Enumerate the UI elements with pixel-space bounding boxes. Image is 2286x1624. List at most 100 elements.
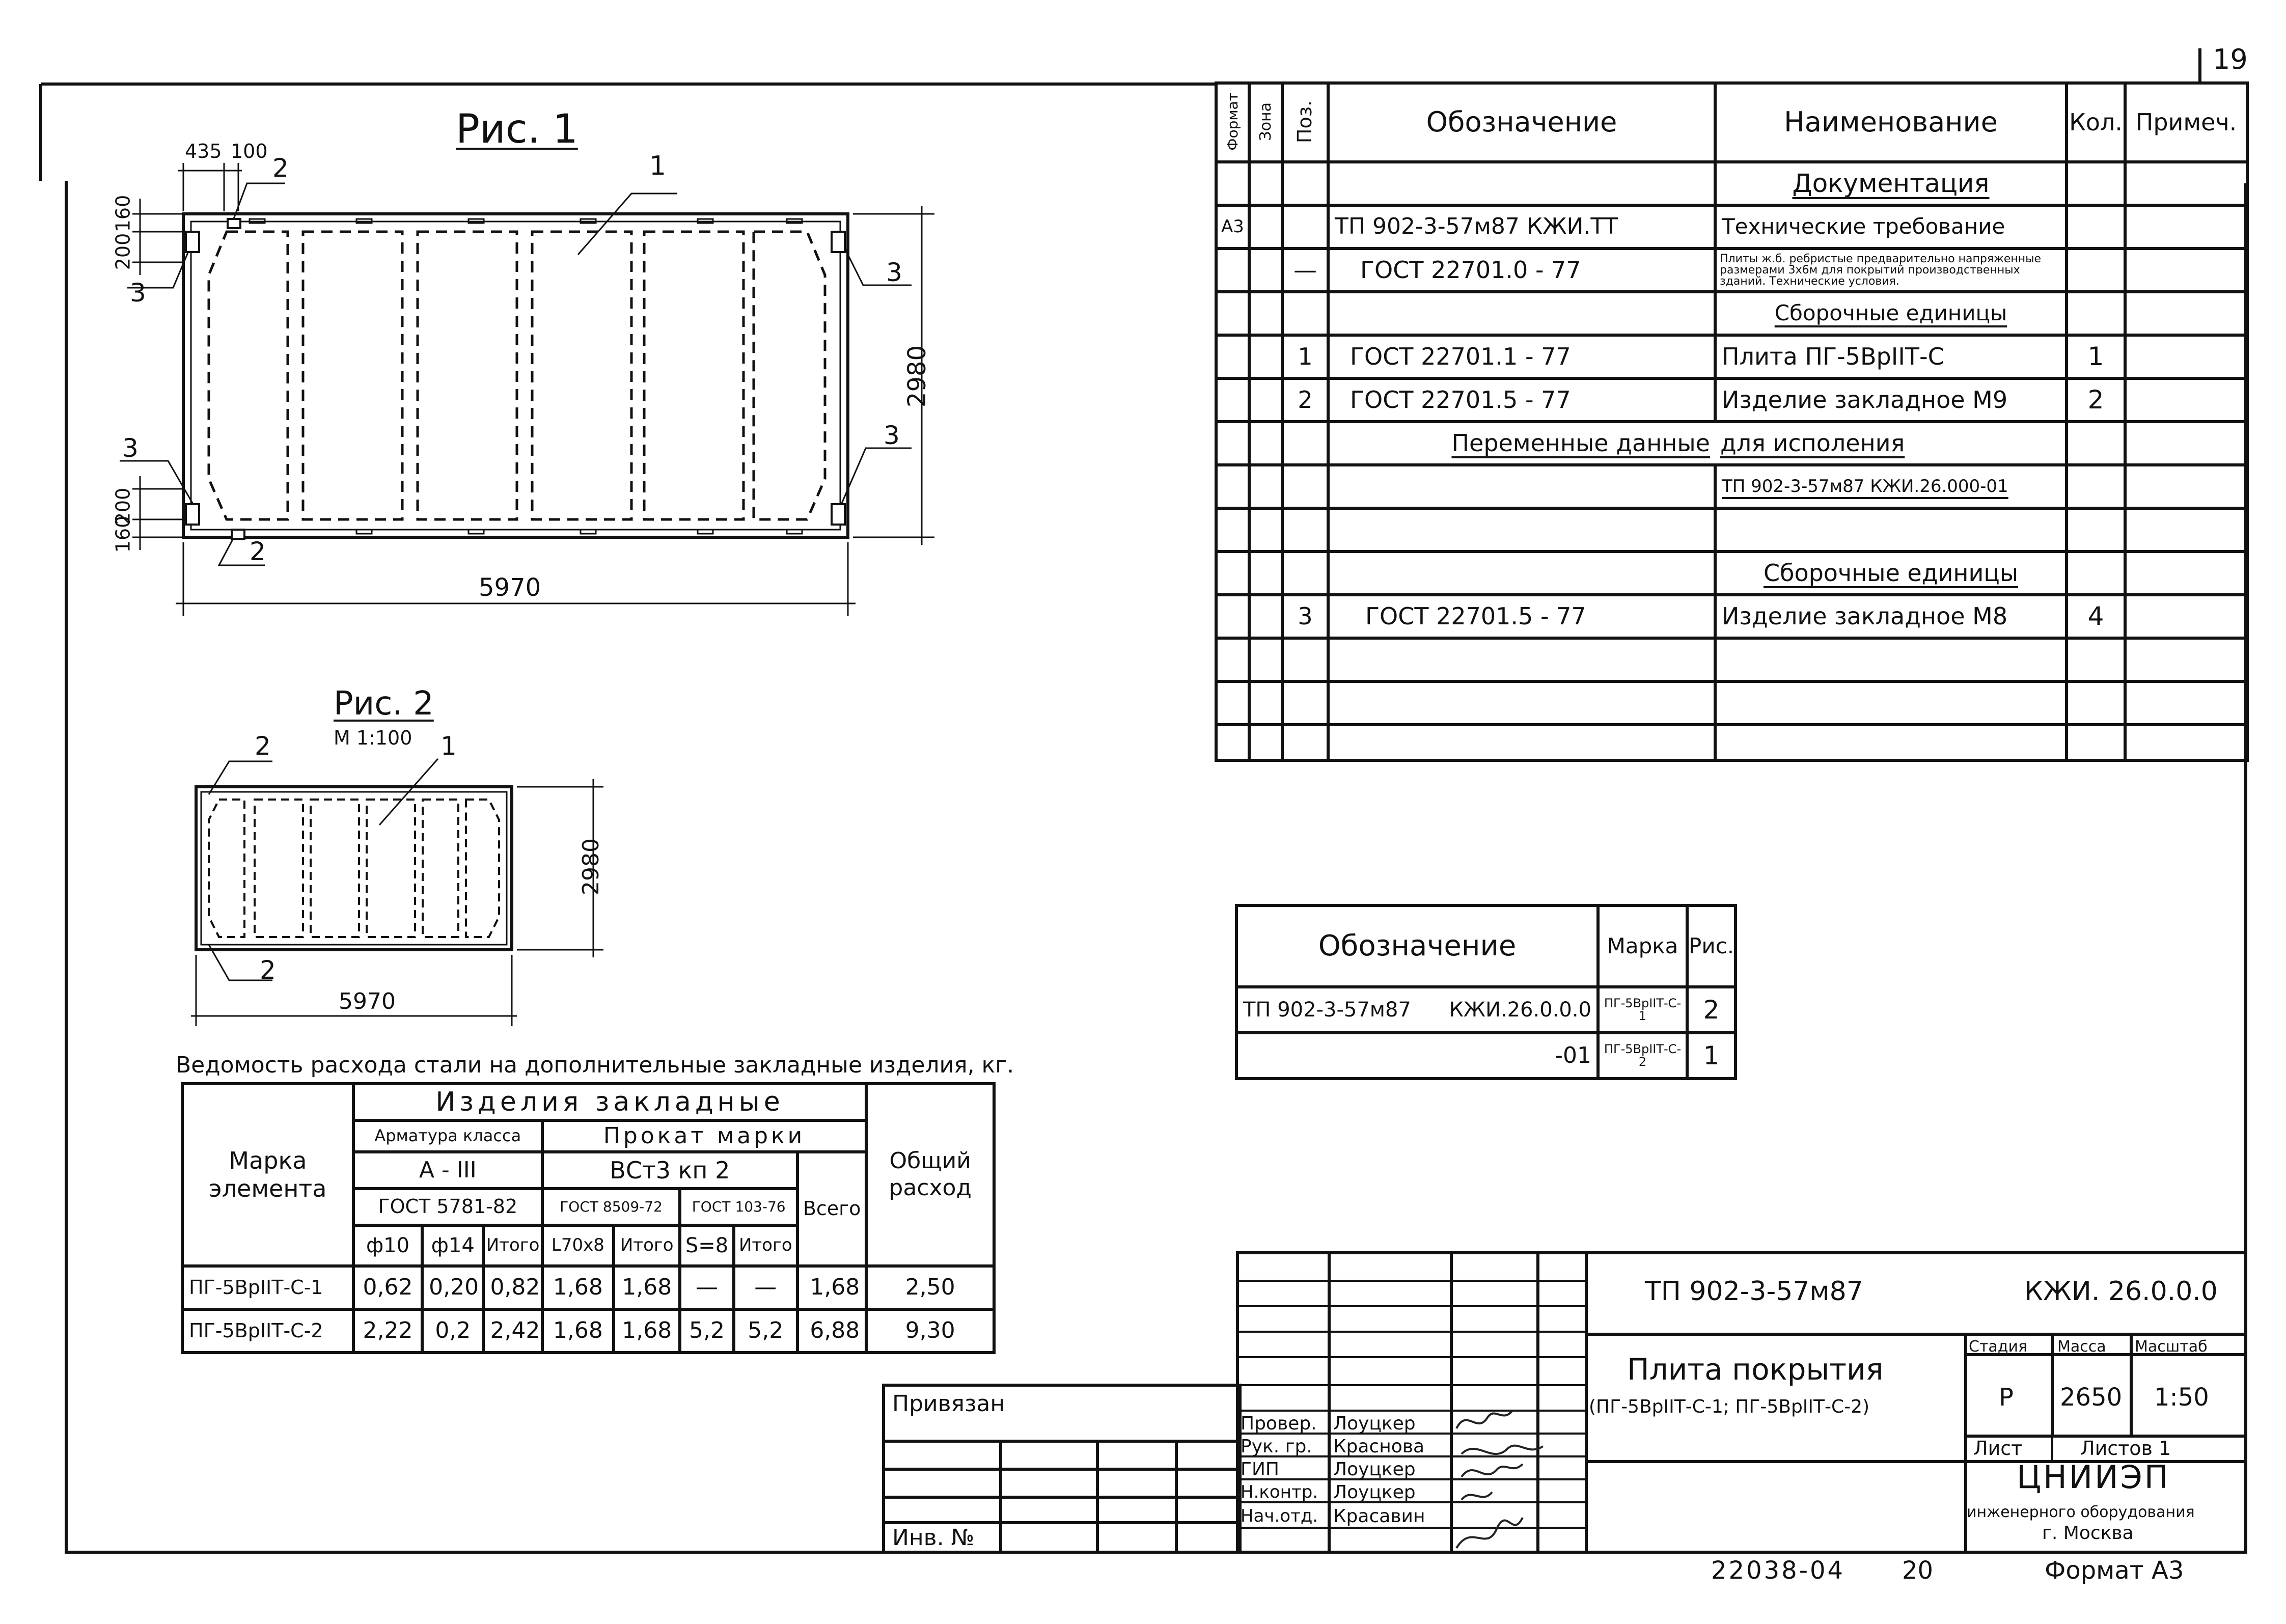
fig1-title: Рис. 1	[456, 106, 578, 152]
steel-h-gost5781: ГОСТ 5781-82	[351, 1187, 544, 1227]
marks-mark-2: ПГ-5ВрIIТ-С-2	[1604, 1041, 1682, 1069]
binding-block	[882, 1384, 1242, 1554]
fig1-dim-100: 100	[231, 140, 268, 162]
steel-h-a3: А - III	[351, 1150, 544, 1190]
title-code-left: ТП 902-3-57м87	[1645, 1276, 1863, 1307]
steel-table: Марка элемента Изделия закладные Общий р…	[181, 1082, 996, 1354]
spec-row: 2 ГОСТ 22701.5 - 77 Изделие закладное М9…	[1215, 377, 2249, 423]
steel-h-gost8509: ГОСТ 8509-72	[540, 1187, 682, 1227]
signer-role: Рук. гр.	[1241, 1436, 1312, 1457]
title-block	[1236, 1251, 2247, 1554]
steel-h-total: Общий расход	[889, 1148, 972, 1201]
marks-h-designation: Обозначение	[1235, 904, 1600, 988]
spec-row: Документация	[1215, 160, 2249, 207]
fig2-scale: М 1:100	[334, 727, 412, 749]
signer-name: Лоуцкер	[1333, 1482, 1416, 1503]
fig1-pos-3-br: 3	[884, 421, 900, 450]
fig1-pos-1: 1	[649, 151, 667, 181]
fig1-dim-435: 435	[185, 140, 222, 162]
marks-h-fig: Рис.	[1686, 904, 1737, 988]
spec-row: ТП 902-3-57м87 КЖИ.26.000-01	[1215, 463, 2249, 510]
spec-header-row: Формат Зона Поз. Обозначение Наименовани…	[1215, 81, 2249, 163]
sheets-count-label: Листов 1	[2080, 1437, 2171, 1460]
steel-h-rolled: Прокат марки	[540, 1119, 868, 1153]
signer-name: Красавин	[1333, 1506, 1425, 1527]
bottom-code: 22038-04	[1711, 1556, 1846, 1585]
spec-row: 1 ГОСТ 22701.1 - 77 Плита ПГ-5ВрIIТ-С 1	[1215, 334, 2249, 380]
scale-label: Масштаб	[2135, 1338, 2208, 1356]
spec-variant-designation: ТП 902-3-57м87 КЖИ.26.000-01	[1722, 476, 2008, 497]
format-label: Формат А3	[2045, 1556, 2184, 1585]
steel-h-d14: ф14	[421, 1224, 485, 1268]
spec-row: А3 ТП 902-3-57м87 КЖИ.ТТ Технические тре…	[1215, 204, 2249, 250]
signer-role: ГИП	[1241, 1459, 1279, 1480]
spec-row	[1215, 680, 2249, 726]
fig1-dim-length: 5970	[479, 573, 541, 602]
inventory-number-label: Инв. №	[892, 1525, 975, 1551]
steel-h-l70: L70х8	[540, 1224, 616, 1268]
sheet-label: Лист	[1973, 1437, 2023, 1460]
stage-value: Р	[1999, 1383, 2014, 1412]
spec-section-assemblies-2: Сборочные единицы	[1763, 559, 2019, 587]
steel-row: ПГ-5ВрIIТ-С-1 0,62 0,20 0,82 1,68 1,68 —…	[181, 1264, 996, 1311]
steel-h-items: Изделия закладные	[351, 1082, 868, 1122]
spec-h-designation: Обозначение	[1327, 81, 1717, 163]
org-name: ЦНИИЭП	[2017, 1458, 2170, 1496]
steel-h-s8: S=8	[678, 1224, 735, 1268]
spec-row	[1215, 637, 2249, 683]
fig1-plan	[120, 163, 934, 616]
steel-h-all: Всего	[795, 1150, 868, 1268]
org-subtitle: инженерного оборудования	[1967, 1503, 2195, 1521]
fig2-plan	[191, 758, 603, 1026]
spec-section-assemblies-1: Сборочные единицы	[1774, 300, 2007, 326]
fig1-pos-3-bl: 3	[122, 433, 139, 463]
spec-section-docs: Документация	[1792, 169, 1990, 199]
stage-label: Стадия	[1969, 1338, 2028, 1356]
steel-row: ПГ-5ВрIIТ-С-2 2,22 0,2 2,42 1,68 1,68 5,…	[181, 1308, 996, 1354]
marks-fig-1: 2	[1686, 985, 1737, 1034]
signer-role: Провер.	[1241, 1413, 1317, 1434]
spec-row	[1215, 723, 2249, 762]
marks-designation-b: -01	[1555, 1042, 1591, 1068]
fig1-pos-3-tl: 3	[130, 278, 146, 308]
spec-gost-title: Плиты ж.б. ребристые предварительно напр…	[1720, 252, 2042, 288]
marks-row: -01 ПГ-5ВрIIТ-С-2 1	[1235, 1031, 1737, 1080]
mass-value: 2650	[2060, 1383, 2123, 1412]
fig2-title: Рис. 2	[334, 685, 434, 723]
steel-h-rebar: Арматура класса	[351, 1119, 544, 1153]
fig1-pos-2-top: 2	[272, 153, 289, 183]
signer-role: Нач.отд.	[1241, 1506, 1318, 1526]
steel-h-itogo1: Итого	[482, 1224, 544, 1268]
signer-name: Краснова	[1333, 1436, 1425, 1457]
signer-name: Лоуцкер	[1333, 1413, 1416, 1434]
marks-h-mark: Марка	[1596, 904, 1689, 988]
steel-h-gost103: ГОСТ 103-76	[678, 1187, 799, 1227]
spec-row: Сборочные единицы	[1215, 290, 2249, 337]
marks-fig-2: 1	[1686, 1031, 1737, 1080]
steel-h-vst: ВСт3 кп 2	[540, 1150, 799, 1190]
mass-label: Масса	[2057, 1338, 2106, 1356]
spec-row	[1215, 507, 2249, 553]
steel-table-title: Ведомость расхода стали на дополнительны…	[176, 1052, 1014, 1078]
spec-row-variable-data: Переменные данные для исполения	[1215, 420, 2249, 466]
fig1-pos-2-bottom: 2	[250, 537, 266, 566]
fig2-pos-2-top: 2	[255, 731, 271, 761]
marks-designation-b: КЖИ.26.0.0.0	[1449, 998, 1591, 1022]
scale-value: 1:50	[2154, 1383, 2209, 1412]
marks-mark-1: ПГ-5ВрIIТ-С-1	[1604, 996, 1682, 1023]
signer-name: Лоуцкер	[1333, 1459, 1416, 1480]
bottom-page-number: 20	[1902, 1556, 1934, 1585]
specification-table: Формат Зона Поз. Обозначение Наименовани…	[1215, 81, 2249, 762]
fig1-pos-3-tr: 3	[886, 258, 902, 287]
spec-row: — ГОСТ 22701.0 - 77 Плиты ж.б. ребристые…	[1215, 247, 2249, 293]
spec-variable-data-right: для исполения	[1720, 429, 1905, 457]
binding-label: Привязан	[892, 1391, 1005, 1417]
signer-role: Н.контр.	[1241, 1482, 1318, 1502]
steel-h-mark: Марка элемента	[209, 1146, 327, 1202]
fig2-pos-2-bottom: 2	[260, 955, 276, 985]
spec-row: 3 ГОСТ 22701.5 - 77 Изделие закладное М8…	[1215, 593, 2249, 640]
steel-h-itogo2: Итого	[612, 1224, 682, 1268]
steel-h-itogo3: Итого	[732, 1224, 799, 1268]
